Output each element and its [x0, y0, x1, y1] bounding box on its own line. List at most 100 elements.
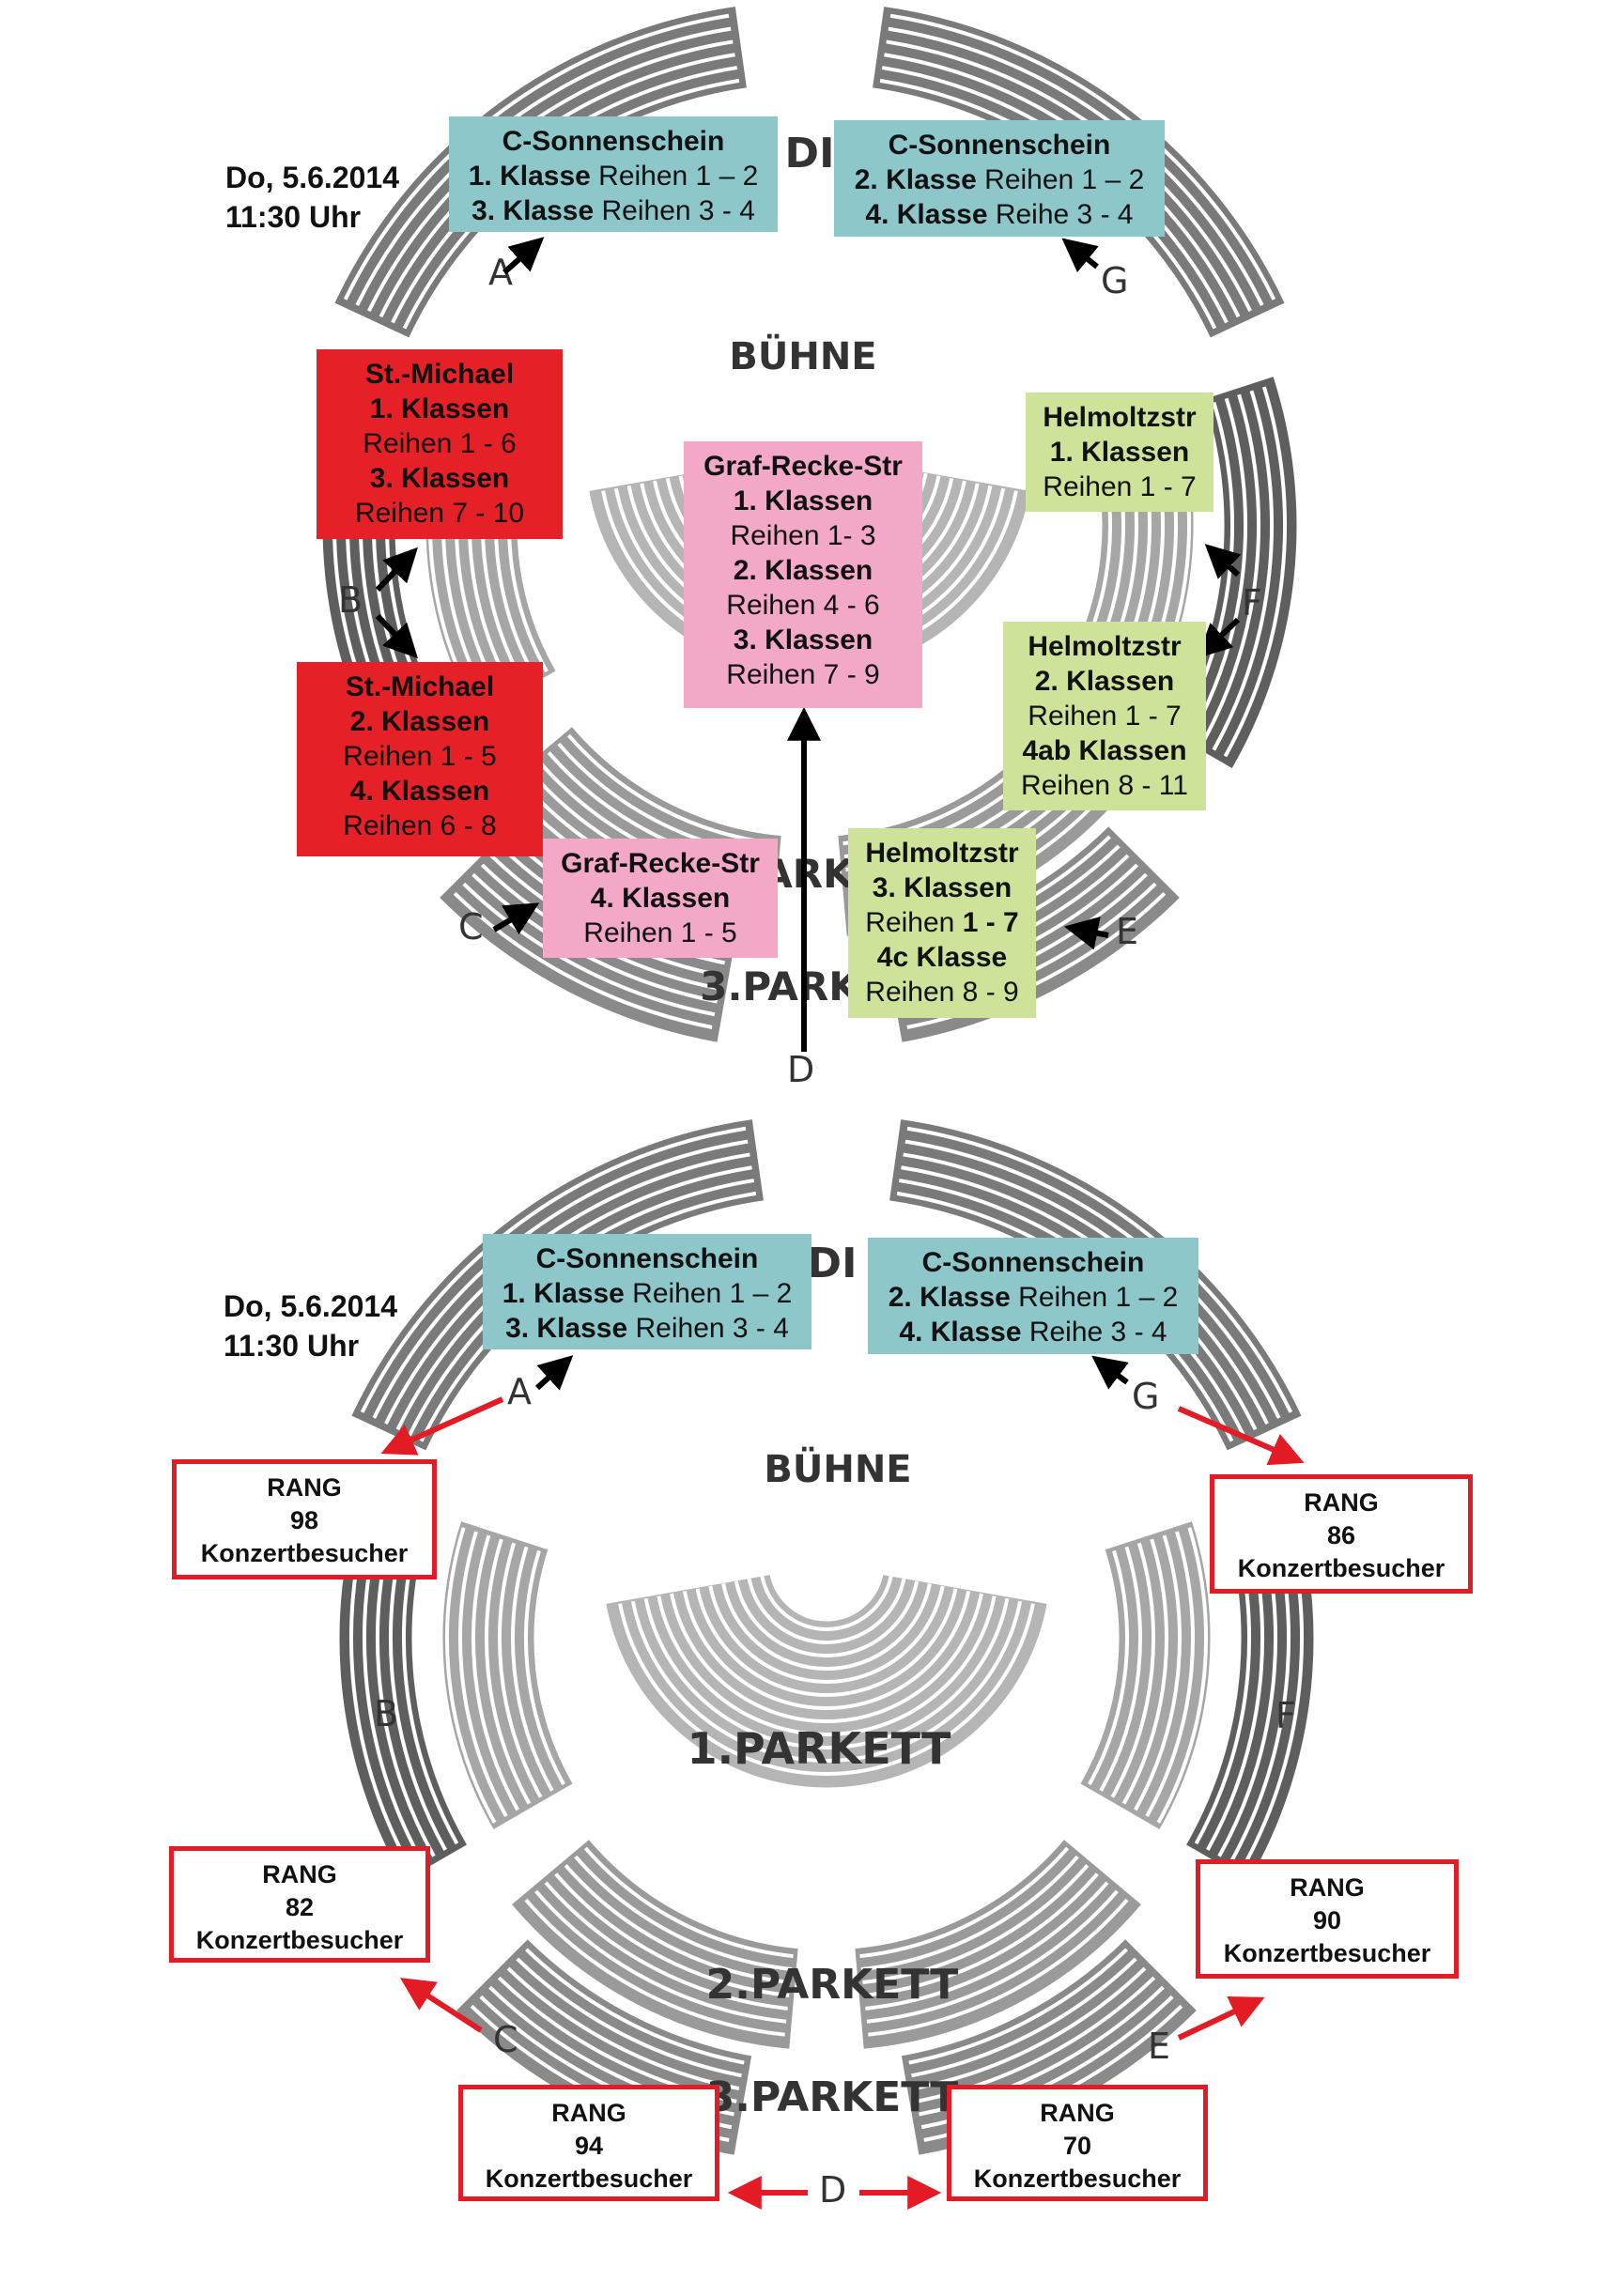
seat-row-line	[682, 1590, 971, 1710]
rows-label: Reihe 3 - 4	[1021, 1317, 1167, 1348]
door-d-bottom: D	[819, 2169, 846, 2211]
seat-row-line	[525, 1948, 745, 2065]
box-door-b-upper-top: St.-Michael 1. Klassen Reihen 1 - 6 3. K…	[317, 349, 563, 539]
seat-row-line	[721, 1582, 932, 1671]
class-label: 3. Klasse	[505, 1313, 628, 1344]
door-c-top: C	[458, 906, 484, 948]
box-title: Helmoltzstr	[1043, 402, 1197, 433]
door-e-top: E	[1116, 911, 1138, 952]
box-title: C-Sonnenschein	[502, 126, 725, 157]
seat-row-line	[1099, 1546, 1142, 1792]
seat-row-line	[868, 1898, 1129, 2037]
seat-row-line	[1088, 1549, 1129, 1786]
rows-label: Reihen 1 – 2	[1010, 1282, 1179, 1313]
class-label: 2. Klassen	[349, 706, 490, 737]
box-row: 4. Klasse Reihe 3 - 4	[834, 197, 1165, 232]
class-label: 1. Klassen	[733, 485, 873, 516]
rang-box-door-d-left: RANG 94 Konzertbesucher	[458, 2085, 719, 2201]
class-label: 1. Klasse	[468, 161, 591, 192]
seat-row-line	[1134, 1534, 1182, 1811]
seat-row-line	[695, 1588, 958, 1698]
box-row: 3. Klasse Reihen 3 - 4	[483, 1311, 812, 1346]
seat-row-line	[906, 1126, 1293, 1413]
class-label: 2. Klassen	[1034, 666, 1175, 697]
seat-row-line	[866, 1889, 1119, 2024]
seat-row-line	[747, 1578, 906, 1644]
seat-row-line	[1189, 397, 1247, 738]
rang-label: RANG	[262, 1860, 337, 1888]
seat-row-line	[453, 891, 713, 1029]
seat-row-line	[564, 1864, 791, 1984]
seat-row-line	[860, 1855, 1079, 1972]
seat-row-line	[618, 1603, 1035, 1776]
box-row: 2. Klasse Reihen 1 – 2	[834, 162, 1165, 197]
seat-row-line	[506, 1966, 740, 2090]
rows-label: Reihen	[865, 907, 963, 938]
parkett1-label-bottom: 1.PARKETT	[688, 1723, 951, 1774]
box-door-d-center-top: Graf-Recke-Str 1. Klassen Reihen 1- 3 2.…	[684, 441, 922, 708]
stage-fragment-top: DI	[785, 130, 835, 177]
rows-label: Reihe 3 - 4	[987, 199, 1134, 230]
rang-label: RANG	[1290, 1873, 1365, 1902]
seat-row-line	[534, 1889, 787, 2024]
seat-row-line	[1200, 393, 1260, 745]
seat-row-line	[906, 891, 1167, 1029]
rows-label: Reihen 8 - 9	[865, 977, 1019, 1008]
seat-row-line	[343, 13, 730, 300]
box-row: 3. Klasse Reihen 3 - 4	[449, 193, 778, 228]
rows-label: Reihen 4 - 6	[726, 590, 880, 621]
seat-row-line	[1121, 1538, 1168, 1805]
door-g-bottom: G	[1132, 1376, 1159, 1417]
rang-box-door-g: RANG 86 Konzertbesucher	[1210, 1474, 1473, 1594]
date-bottom: Do, 5.6.2014	[224, 1289, 397, 1323]
rows-label: Reihen 8 - 11	[1021, 770, 1188, 801]
door-g-top: G	[1101, 260, 1128, 301]
seat-row-line	[471, 1534, 519, 1811]
class-label: 4. Klasse	[865, 199, 988, 230]
class-label: 4. Klassen	[349, 776, 490, 807]
rang-box-door-d-right: RANG 70 Konzertbesucher	[947, 2085, 1208, 2201]
arrows-bottom-red	[380, 1396, 1305, 2210]
rang-label: RANG	[1040, 2099, 1115, 2127]
class-label: 4ab Klassen	[1022, 735, 1187, 766]
box-title: C-Sonnenschein	[888, 130, 1111, 161]
seat-row-line	[859, 1846, 1070, 1959]
seat-row-line	[498, 1542, 543, 1798]
door-a-bottom: A	[507, 1371, 532, 1412]
seat-row-line	[657, 1595, 997, 1736]
seat-row-line	[485, 1538, 532, 1805]
box-door-g-top: C-Sonnenschein 2. Klasse Reihen 1 – 2 4.…	[834, 120, 1165, 237]
visitor-count: 70	[1062, 2132, 1092, 2160]
rows-label: Reihen 1 - 6	[363, 428, 517, 459]
parkett3-label-bottom: 3.PARKETT	[706, 2073, 959, 2121]
seat-row-line	[1212, 390, 1274, 751]
seat-row-line	[1110, 1542, 1155, 1798]
box-row: 1. Klasse Reihen 1 – 2	[483, 1276, 812, 1311]
door-a-top: A	[488, 252, 513, 293]
seat-row-line	[458, 1531, 508, 1818]
door-b-top: B	[338, 579, 363, 621]
stage-fragment-bottom: DI	[808, 1240, 858, 1287]
seat-row-line	[583, 1846, 794, 1959]
visitors-label: Konzertbesucher	[1237, 1554, 1445, 1582]
time-bottom: 11:30 Uhr	[224, 1329, 360, 1363]
rows-label: Reihen 1 - 7	[1043, 471, 1197, 502]
seat-row-line	[445, 1527, 497, 1824]
date-time-top: Do, 5.6.2014 11:30 Uhr	[225, 158, 399, 237]
arrows-top	[375, 237, 1242, 1052]
class-label: 3. Klassen	[369, 463, 510, 494]
door-f-top: F	[1242, 582, 1262, 624]
seat-row-line	[554, 1872, 790, 1997]
class-label: 4. Klassen	[590, 883, 731, 914]
class-label: 3. Klassen	[872, 872, 1012, 903]
visitors-label: Konzertbesucher	[973, 2165, 1182, 2193]
rows-label: Reihen 1 - 5	[343, 741, 497, 772]
rang-label: RANG	[267, 1473, 342, 1502]
box-door-c-top: Graf-Recke-Str 4. Klassen Reihen 1 - 5	[543, 839, 778, 958]
seat-row-line	[862, 1864, 1090, 1984]
rang-label: RANG	[1304, 1488, 1379, 1517]
rang-box-door-c: RANG 82 Konzertbesucher	[169, 1846, 430, 1963]
class-label: 1. Klassen	[1049, 437, 1190, 468]
rows-label: Reihen 6 - 8	[343, 810, 497, 841]
box-row: 2. Klasse Reihen 1 – 2	[868, 1280, 1198, 1315]
